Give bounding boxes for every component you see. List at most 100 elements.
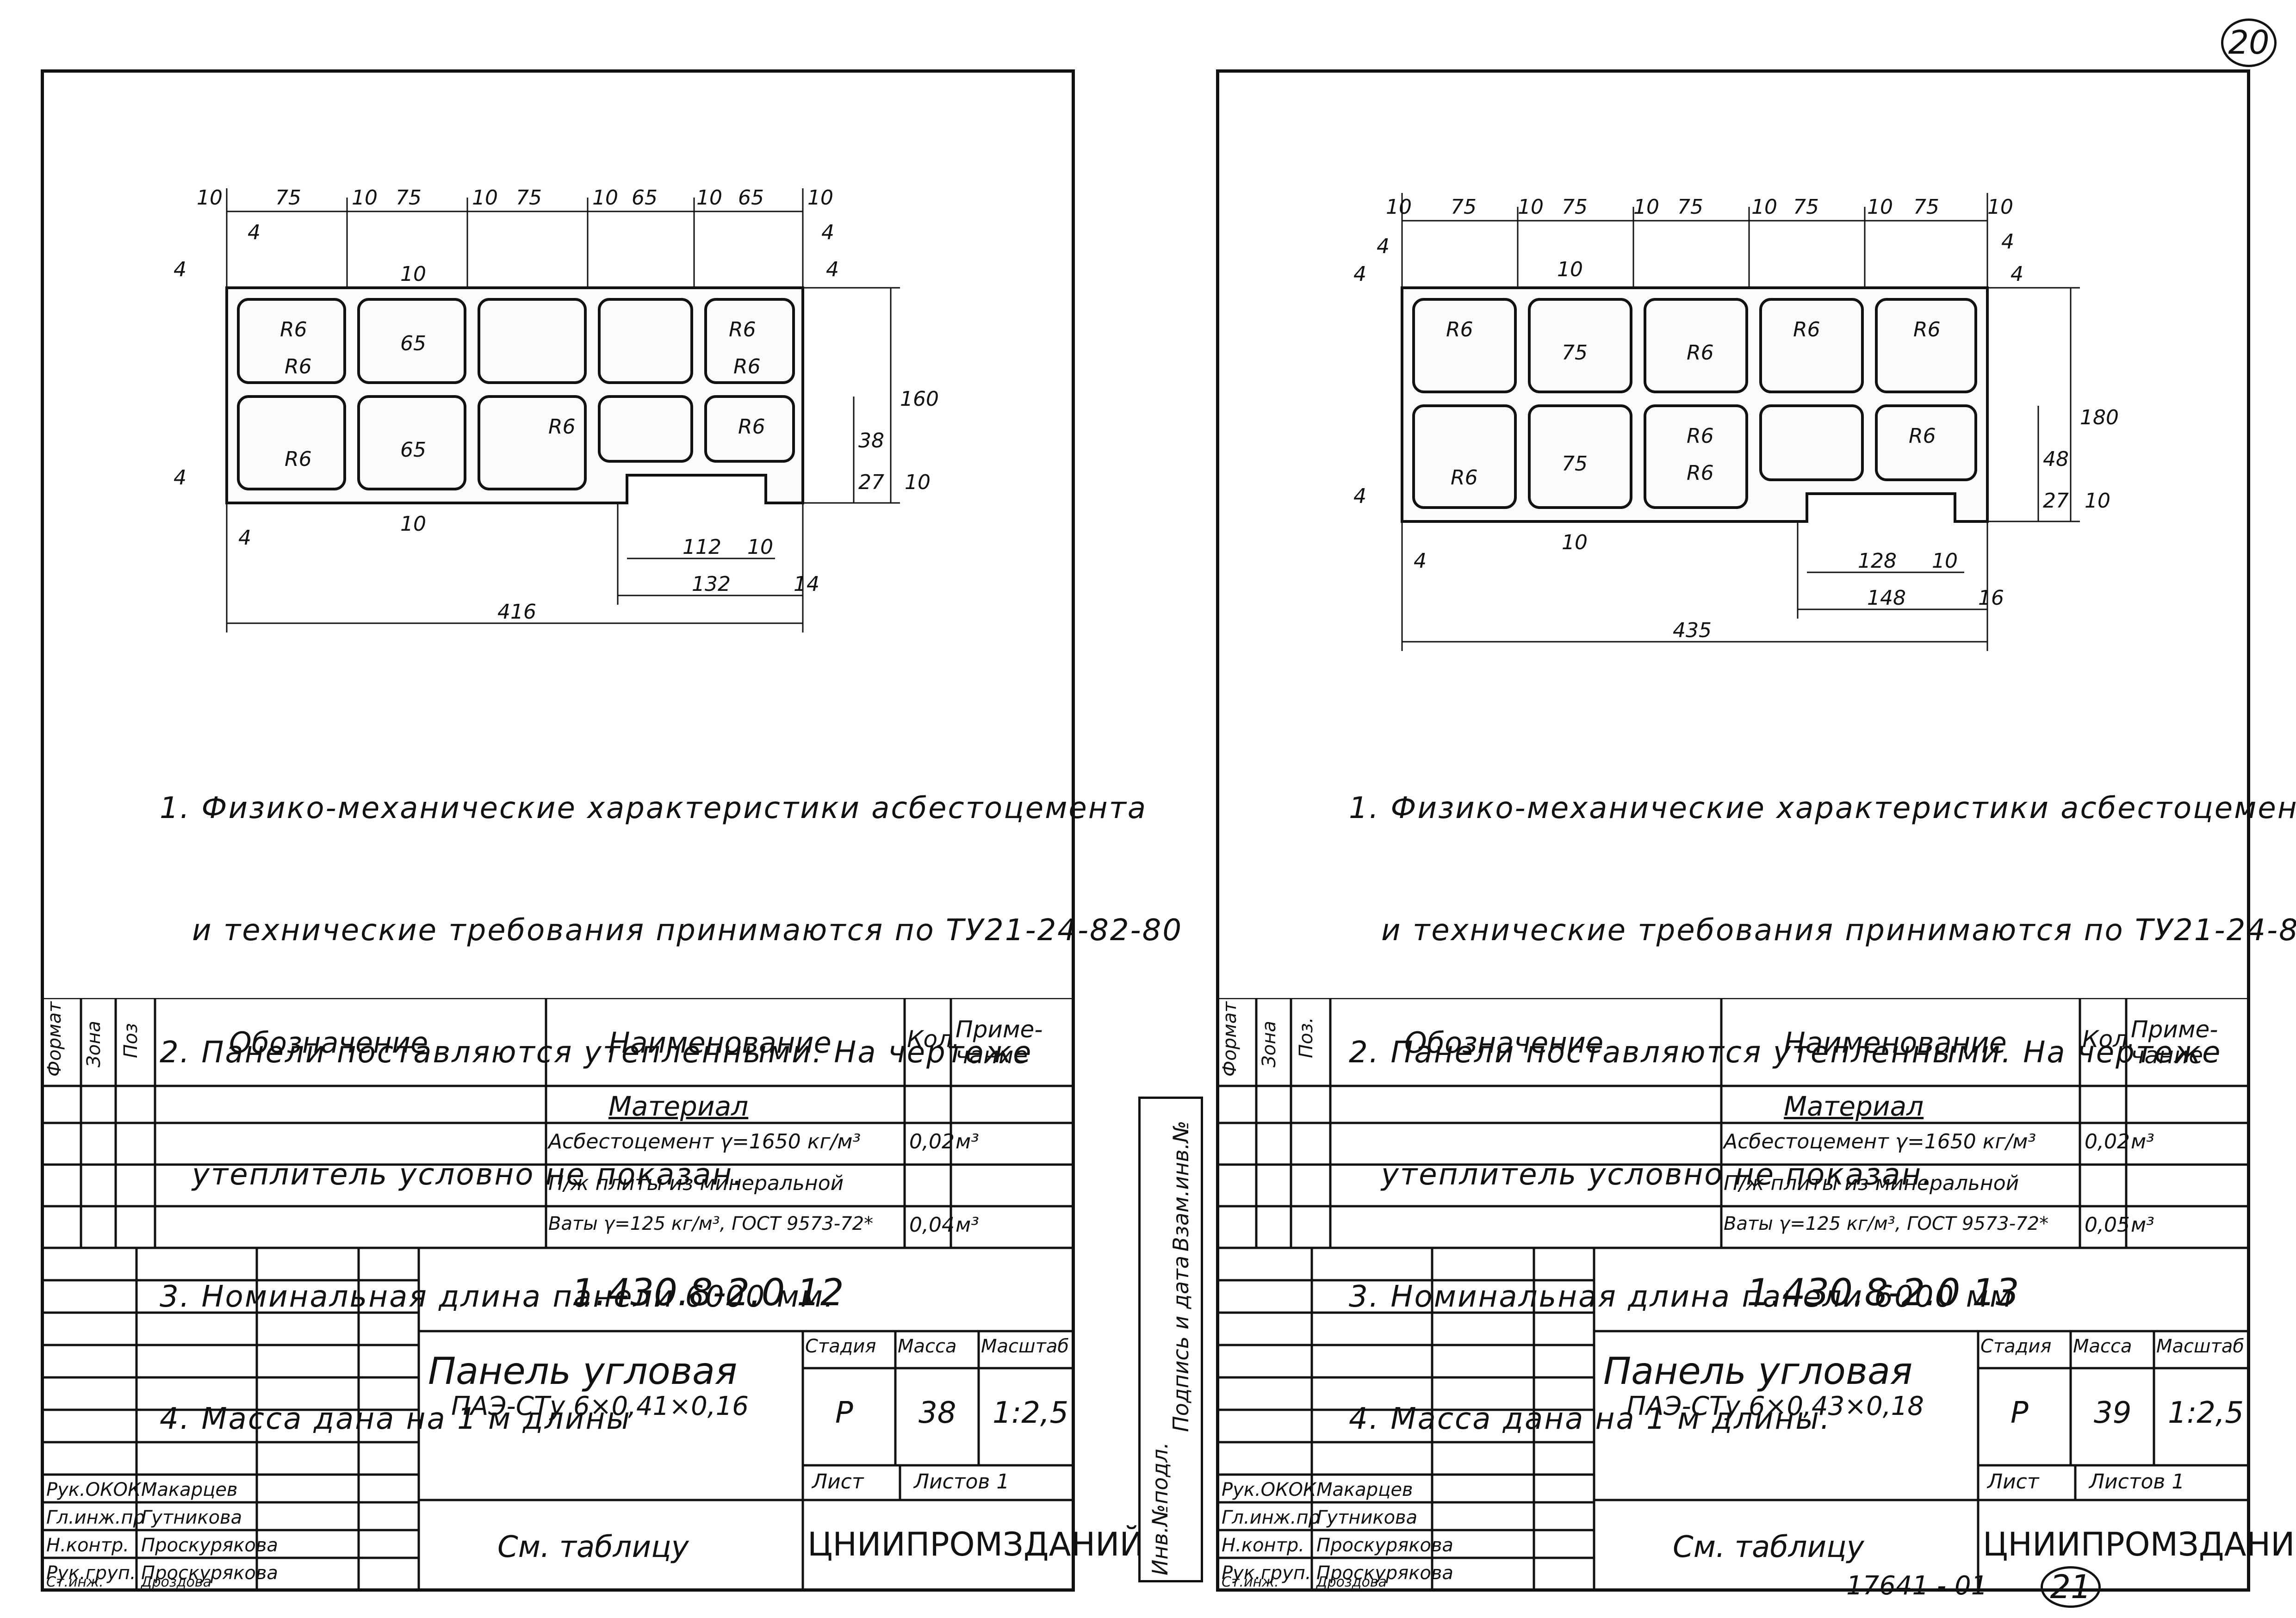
drawing-sheet-right: 10 75 10 75 10 75 10 75 10 75 10 4 4 4 4… (1216, 69, 2296, 1592)
radius-label-3: R6 (1793, 318, 1820, 341)
stage-label: Стадия (805, 1336, 876, 1357)
scale-label: Масштаб (981, 1336, 1069, 1357)
signature-name: Проскурякова (1316, 1535, 1453, 1556)
signature-name: Гутникова (1316, 1507, 1418, 1528)
signature-role: Рук.груп. (1222, 1562, 1311, 1584)
col-format-header: Формат (1219, 1001, 1241, 1077)
dim-notch-inner: 112 (683, 535, 721, 559)
signature-role: Гл.инж.пр (1222, 1507, 1321, 1528)
notes-block: 1. Физико-механические характеристики ас… (160, 707, 1183, 1521)
drawing-subtitle: ПАЭ-СТу 6×0,43×0,18 (1626, 1391, 1924, 1421)
col-qty-header: Кол. (2082, 1026, 2135, 1053)
organization-name: ЦНИИПРОМЗДАНИЙ (1983, 1525, 2296, 1563)
dim-top-4: 75 (1562, 195, 1588, 219)
spec-row-name: Ваты γ=125 кг/м³, ГОСТ 9573-72* (548, 1213, 874, 1234)
col-pos-header: Поз (120, 1023, 142, 1058)
archive-number: 17641 - 01 (1846, 1571, 1988, 1601)
dim-top-5: 10 (1633, 195, 1659, 219)
dim-top-10: 75 (1913, 195, 1939, 219)
signature-role: Рук.груп. (46, 1562, 136, 1584)
side-stamp-signature: Подпись и дата (1168, 1255, 1193, 1432)
dim-notch-rib: 10 (1932, 549, 1958, 573)
dim-right-total: 160 (900, 387, 939, 411)
radius-label-5: R6 (285, 447, 312, 471)
signature-role: Рук.ОКОК (46, 1479, 141, 1500)
mass-value: 38 (918, 1396, 956, 1430)
dim-cell-h2: 65 (400, 438, 426, 462)
dim-small-2: 4 (2001, 230, 2014, 254)
dim-notch-outer: 148 (1867, 586, 1906, 610)
radius-label-1: R6 (1446, 318, 1473, 341)
mass-value: 39 (2094, 1396, 2132, 1430)
dim-total-width: 435 (1673, 619, 1712, 642)
signature-role: Ст.инж. (1222, 1574, 1279, 1590)
scale-value: 1:2,5 (2168, 1396, 2244, 1430)
dim-right-27: 27 (858, 471, 884, 494)
spec-row-note: м³ (956, 1130, 979, 1153)
signature-role: Н.контр. (46, 1535, 129, 1556)
spec-row-name: П/ж плиты из минеральной (1724, 1172, 2019, 1195)
dim-right-38: 38 (858, 429, 884, 453)
dim-small-4: 4 (2011, 262, 2023, 286)
col-zone-header: Зона (83, 1021, 105, 1067)
dim-small-3: 4 (1353, 262, 1366, 286)
dim-top-4: 75 (396, 186, 422, 210)
sheets-label: Листов 1 (914, 1470, 1010, 1494)
note-line: 3. Номинальная длина панели 6000 мм. (160, 1280, 835, 1314)
dim-notch-edge: 14 (794, 572, 819, 596)
note-line: 4. Масса дана на 1 м длины (160, 1402, 631, 1436)
signature-name: Гутникова (141, 1507, 242, 1528)
sheet-label: Лист (1987, 1470, 2039, 1494)
dim-top-1: 10 (1386, 195, 1412, 219)
dim-right-10: 10 (905, 471, 931, 494)
signature-name: Проскурякова (141, 1535, 278, 1556)
spec-row-qty: 0,02 (909, 1130, 955, 1153)
radius-label-2: R6 (1687, 341, 1714, 365)
dim-right-10: 10 (2085, 489, 2110, 513)
dim-top-10: 65 (738, 186, 764, 210)
note-line: 2. Панели поставляются утепленными. На ч… (160, 1035, 1033, 1070)
dim-top-11: 10 (1987, 195, 2013, 219)
sheet-label: Лист (812, 1470, 864, 1494)
dim-small-6: 4 (238, 526, 251, 550)
dim-top-2: 75 (275, 186, 301, 210)
radius-label-1: R6 (280, 318, 307, 341)
radius-label-7: R6 (1687, 461, 1714, 485)
dim-top-6: 75 (1677, 195, 1703, 219)
note-line: утеплитель условно не показан. (160, 1158, 744, 1192)
col-designation-header: Обозначение (1404, 1026, 1604, 1060)
dim-right-total: 180 (2080, 406, 2119, 429)
col-qty-header: Кол. (907, 1026, 960, 1053)
spec-row-qty: 0,02 (2085, 1130, 2130, 1153)
page-number-top: 20 (2221, 19, 2277, 67)
signature-role: Рук.ОКОК (1222, 1479, 1316, 1500)
spec-row-qty: 0,04 (909, 1213, 955, 1237)
side-stamp: Инв.№подл. Подпись и дата Взам.инв.№ (1138, 1097, 1203, 1582)
dim-right-48: 48 (2043, 447, 2069, 471)
reference-text: См. таблицу (1673, 1530, 1864, 1564)
dim-small-2: 4 (821, 221, 834, 244)
spec-row-name: Асбестоцемент γ=1650 кг/м³ (1724, 1130, 2036, 1153)
dim-small-5: 4 (174, 466, 186, 490)
note-line: 3. Номинальная длина панели 6000 мм (1349, 1280, 2014, 1314)
stage-label: Стадия (1980, 1336, 2052, 1357)
signature-name: Проскурякова (1316, 1562, 1453, 1584)
radius-label-2: R6 (285, 355, 312, 378)
scale-label: Масштаб (2156, 1336, 2245, 1357)
panel-section-drawing: 10 75 10 75 10 75 10 75 10 75 10 4 4 4 4… (1353, 193, 2119, 651)
dim-top-8: 65 (632, 186, 658, 210)
drawing-code: 1.430.8-2.0 12 (571, 1271, 844, 1314)
note-line: утеплитель условно не показан. (1349, 1158, 1933, 1192)
dim-top-3: 10 (1518, 195, 1544, 219)
side-stamp-inventory: Инв.№подл. (1148, 1442, 1173, 1575)
panel-section-drawing: 10 75 10 75 10 75 10 65 10 65 10 4 4 4 4… (174, 186, 939, 632)
signature-role: Н.контр. (1222, 1535, 1304, 1556)
spec-row-name: Асбестоцемент γ=1650 кг/м³ (548, 1130, 861, 1153)
signature-name: Дроздова (141, 1574, 211, 1590)
page-number-bottom: 21 (2041, 1566, 2101, 1608)
stage-value: Р (2011, 1396, 2029, 1430)
dim-cell-h1: 65 (400, 332, 426, 355)
signature-name: Дроздова (1316, 1574, 1387, 1590)
material-heading: Материал (1784, 1091, 1924, 1122)
note-line: 1. Физико-механические характеристики ас… (1349, 791, 2296, 825)
